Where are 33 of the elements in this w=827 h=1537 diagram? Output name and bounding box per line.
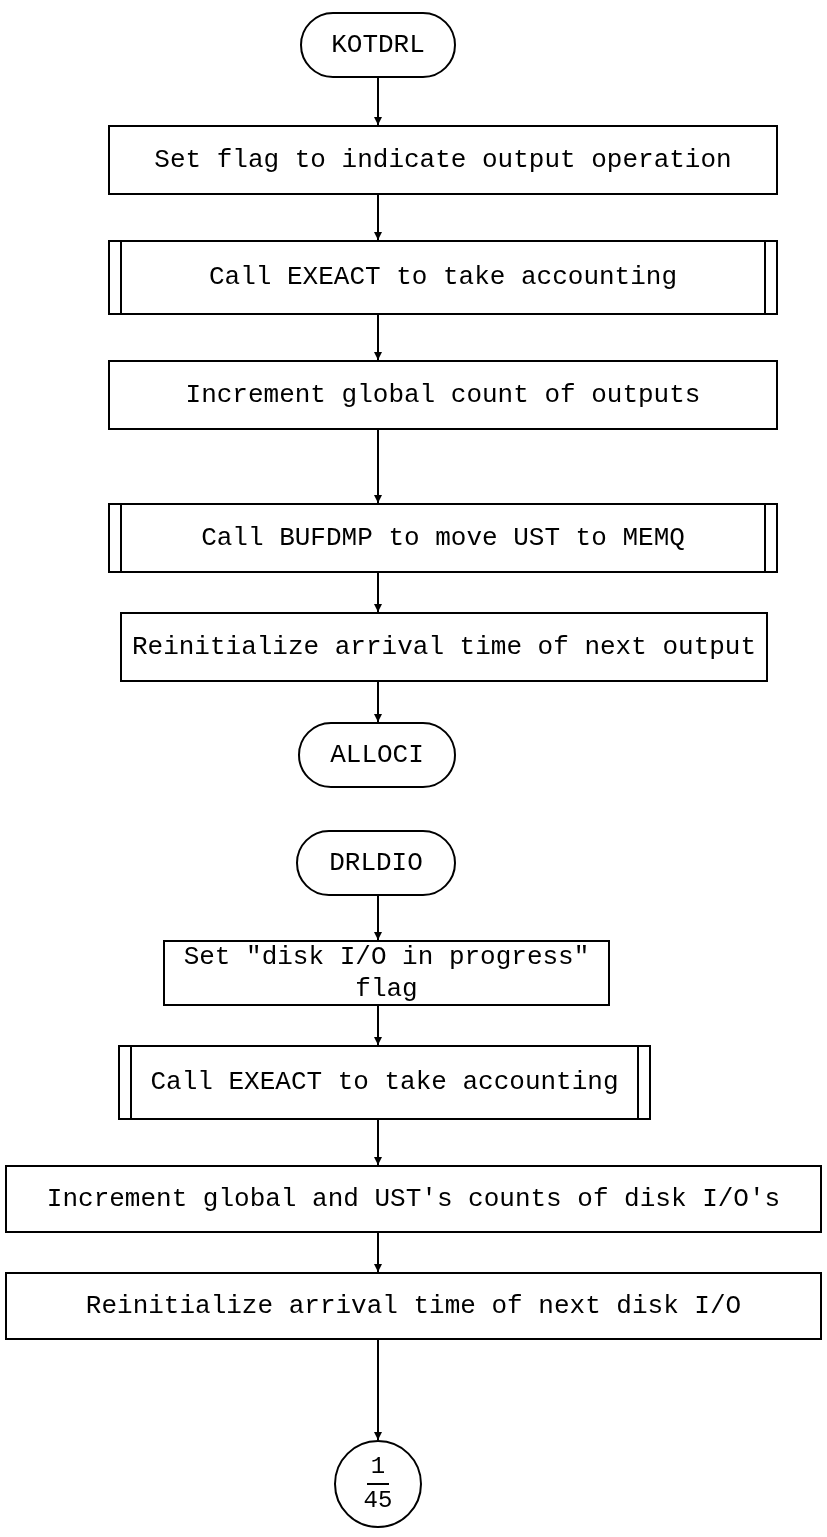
- node-label: Set "disk I/O in progress" flag: [182, 940, 591, 1006]
- arrow: [374, 572, 382, 613]
- arrow: [374, 895, 382, 941]
- process-box: [5, 1165, 822, 1233]
- node-label: Reinitialize arrival time of next disk I/O: [85, 1289, 742, 1323]
- arrow: [374, 1119, 382, 1166]
- node-label: KOTDRL: [331, 28, 425, 62]
- node-label: Reinitialize arrival time of next output: [131, 630, 757, 664]
- process-box: [108, 125, 778, 195]
- arrow: [374, 681, 382, 723]
- arrow: [374, 1232, 382, 1273]
- arrow: [374, 1339, 382, 1441]
- node-label: Increment global count of outputs: [185, 378, 701, 412]
- subroutine-box: [108, 240, 778, 315]
- arrow: [374, 429, 382, 504]
- node-label: Call EXEACT to take accounting: [150, 1066, 619, 1099]
- node-label: Call EXEACT to take accounting: [208, 261, 678, 294]
- process-box: [120, 612, 768, 682]
- arrow: [374, 314, 382, 361]
- subroutine-box: [118, 1045, 651, 1120]
- node-label: Increment global and UST's counts of disk I/O's: [46, 1182, 781, 1216]
- node-label: Set flag to indicate output operation: [154, 143, 732, 177]
- page-reference: 45: [362, 1489, 394, 1513]
- subroutine-box: [108, 503, 778, 573]
- arrow: [374, 194, 382, 241]
- node-label: DRLDIO: [329, 846, 423, 880]
- arrow: [374, 1005, 382, 1046]
- node-label: ALLOCI: [330, 738, 424, 772]
- page-reference: 1: [366, 1455, 390, 1485]
- process-box: [108, 360, 778, 430]
- process-box: [5, 1272, 822, 1340]
- node-label: Call BUFDMP to move UST to MEMQ: [201, 521, 685, 555]
- arrow: [374, 77, 382, 126]
